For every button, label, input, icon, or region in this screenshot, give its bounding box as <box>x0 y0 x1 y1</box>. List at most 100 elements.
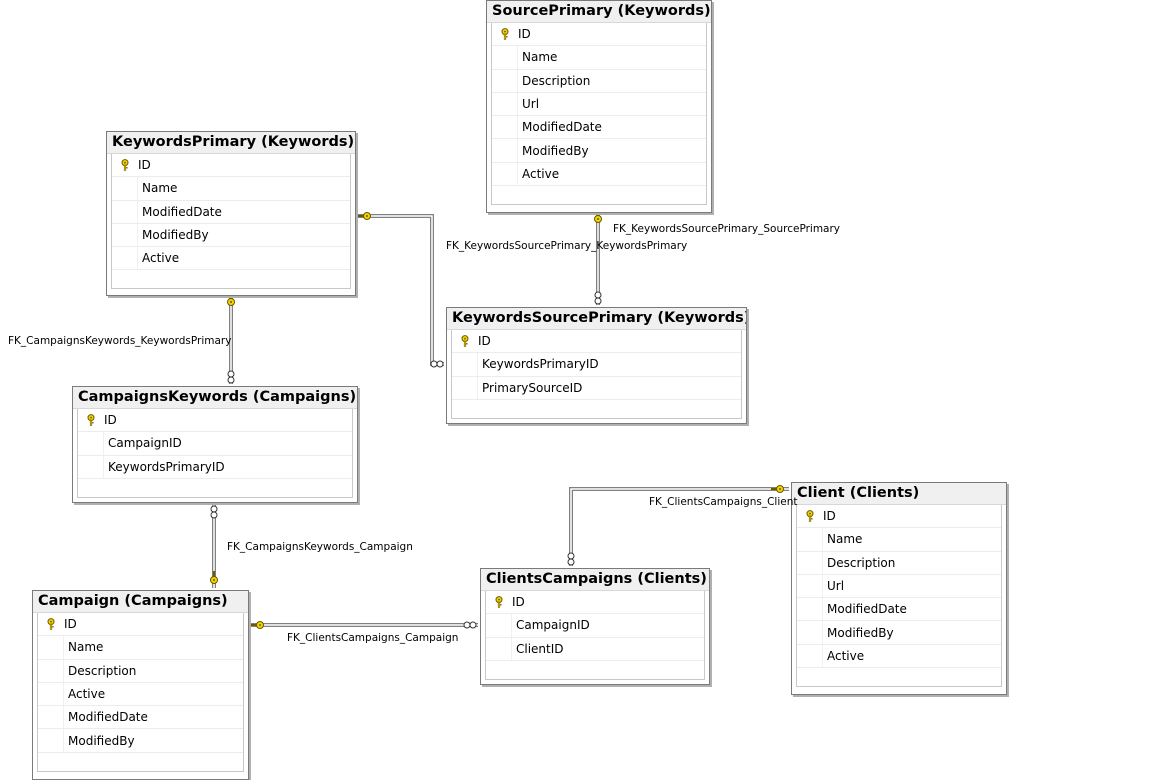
column-row[interactable]: ID <box>38 613 243 637</box>
column-row[interactable]: ModifiedDate <box>492 116 706 140</box>
relationship-label[interactable]: FK_KeywordsSourcePrimary_SourcePrimary <box>613 223 841 235</box>
column-row[interactable]: Url <box>797 574 1001 599</box>
column-name: ID <box>518 27 531 42</box>
column-row[interactable]: ID <box>492 23 706 47</box>
column-name: Name <box>68 640 104 655</box>
column-row[interactable]: Name <box>492 46 706 70</box>
column-name: ID <box>478 334 491 349</box>
table-blank-row <box>492 186 706 204</box>
column-name: ModifiedBy <box>142 228 209 243</box>
row-gutter <box>492 116 518 139</box>
column-row[interactable]: Active <box>492 162 706 187</box>
column-row[interactable]: Name <box>112 177 350 201</box>
column-row[interactable]: Active <box>797 644 1001 669</box>
row-gutter <box>492 46 518 69</box>
column-row[interactable]: Name <box>38 636 243 660</box>
table-blank-row <box>486 661 704 679</box>
column-row[interactable]: ModifiedBy <box>38 729 243 753</box>
column-name: Description <box>68 663 137 678</box>
row-gutter <box>78 432 104 455</box>
table-title[interactable]: Client (Clients) <box>792 483 1006 505</box>
column-row[interactable]: ModifiedDate <box>38 706 243 730</box>
column-name: CampaignID <box>516 618 590 633</box>
relationship-label[interactable]: FK_ClientsCampaigns_Campaign <box>287 632 459 644</box>
column-row[interactable]: ModifiedBy <box>797 621 1001 645</box>
column-row[interactable]: KeywordsPrimaryID <box>78 455 352 479</box>
key-icon <box>251 621 264 629</box>
column-name: ModifiedBy <box>68 733 135 748</box>
column-name: Description <box>522 73 591 88</box>
column-name: ID <box>512 595 525 610</box>
column-row[interactable]: ModifiedBy <box>112 223 350 248</box>
column-row[interactable]: Url <box>492 92 706 117</box>
table-keywordssourceprimary[interactable]: KeywordsSourcePrimary (Keywords) ID Keywo… <box>446 307 747 424</box>
row-gutter <box>797 574 823 598</box>
row-gutter <box>486 614 512 637</box>
row-gutter <box>797 621 823 644</box>
column-row[interactable]: KeywordsPrimaryID <box>452 353 741 377</box>
row-gutter <box>492 69 518 92</box>
relationship-label[interactable]: FK_KeywordsSourcePrimary_KeywordsPrimary <box>446 240 688 252</box>
row-gutter <box>38 659 64 682</box>
column-row[interactable]: ID <box>452 330 741 354</box>
relationship-label[interactable]: FK_CampaignsKeywords_KeywordsPrimary <box>8 335 232 347</box>
column-row[interactable]: ID <box>112 154 350 178</box>
column-name: Description <box>827 555 896 570</box>
table-title[interactable]: Campaign (Campaigns) <box>33 591 248 613</box>
column-row[interactable]: PrimarySourceID <box>452 376 741 400</box>
column-row[interactable]: Active <box>112 247 350 271</box>
row-gutter <box>112 223 138 247</box>
column-row[interactable]: CampaignID <box>486 614 704 638</box>
table-title[interactable]: KeywordsSourcePrimary (Keywords) <box>447 308 746 330</box>
column-row[interactable]: ID <box>486 591 704 615</box>
table-title[interactable]: KeywordsPrimary (Keywords) <box>107 132 355 154</box>
column-name: Url <box>522 97 540 112</box>
relationship-label[interactable]: FK_CampaignsKeywords_Campaign <box>227 541 413 553</box>
relationship-line[interactable] <box>358 214 444 366</box>
primary-key-icon <box>486 591 512 613</box>
key-icon <box>358 212 371 220</box>
table-blank-row <box>452 400 741 418</box>
primary-key-icon <box>797 505 823 527</box>
column-row[interactable]: Description <box>38 659 243 683</box>
table-title[interactable]: CampaignsKeywords (Campaigns) <box>73 387 357 409</box>
column-row[interactable]: CampaignID <box>78 432 352 456</box>
column-row[interactable]: ModifiedDate <box>112 200 350 224</box>
table-clientscampaigns[interactable]: ClientsCampaigns (Clients) ID CampaignID C… <box>480 568 710 685</box>
key-icon <box>594 210 602 223</box>
row-gutter <box>492 92 518 116</box>
relationship-label[interactable]: FK_ClientsCampaigns_Client <box>649 496 798 508</box>
column-row[interactable]: Name <box>797 528 1001 552</box>
column-row[interactable]: ModifiedDate <box>797 598 1001 622</box>
column-row[interactable]: ID <box>78 409 352 433</box>
column-row[interactable]: Description <box>492 69 706 93</box>
column-row[interactable]: Description <box>797 551 1001 575</box>
column-row[interactable]: ModifiedBy <box>492 139 706 163</box>
relationship-line-inner[interactable] <box>570 488 789 566</box>
column-row[interactable]: ID <box>797 505 1001 529</box>
row-gutter <box>486 637 512 660</box>
row-gutter <box>797 551 823 574</box>
infinity-icon <box>227 370 235 384</box>
table-title[interactable]: SourcePrimary (Keywords) <box>487 1 711 23</box>
row-gutter <box>492 162 518 186</box>
column-row[interactable]: ClientID <box>486 637 704 661</box>
row-gutter <box>112 247 138 270</box>
primary-key-icon <box>112 154 138 176</box>
column-row[interactable]: Active <box>38 682 243 707</box>
key-icon <box>210 571 218 584</box>
column-name: ID <box>64 617 77 632</box>
primary-key-icon <box>38 613 64 635</box>
column-name: ModifiedBy <box>522 143 589 158</box>
table-title[interactable]: ClientsCampaigns (Clients) <box>481 569 709 591</box>
